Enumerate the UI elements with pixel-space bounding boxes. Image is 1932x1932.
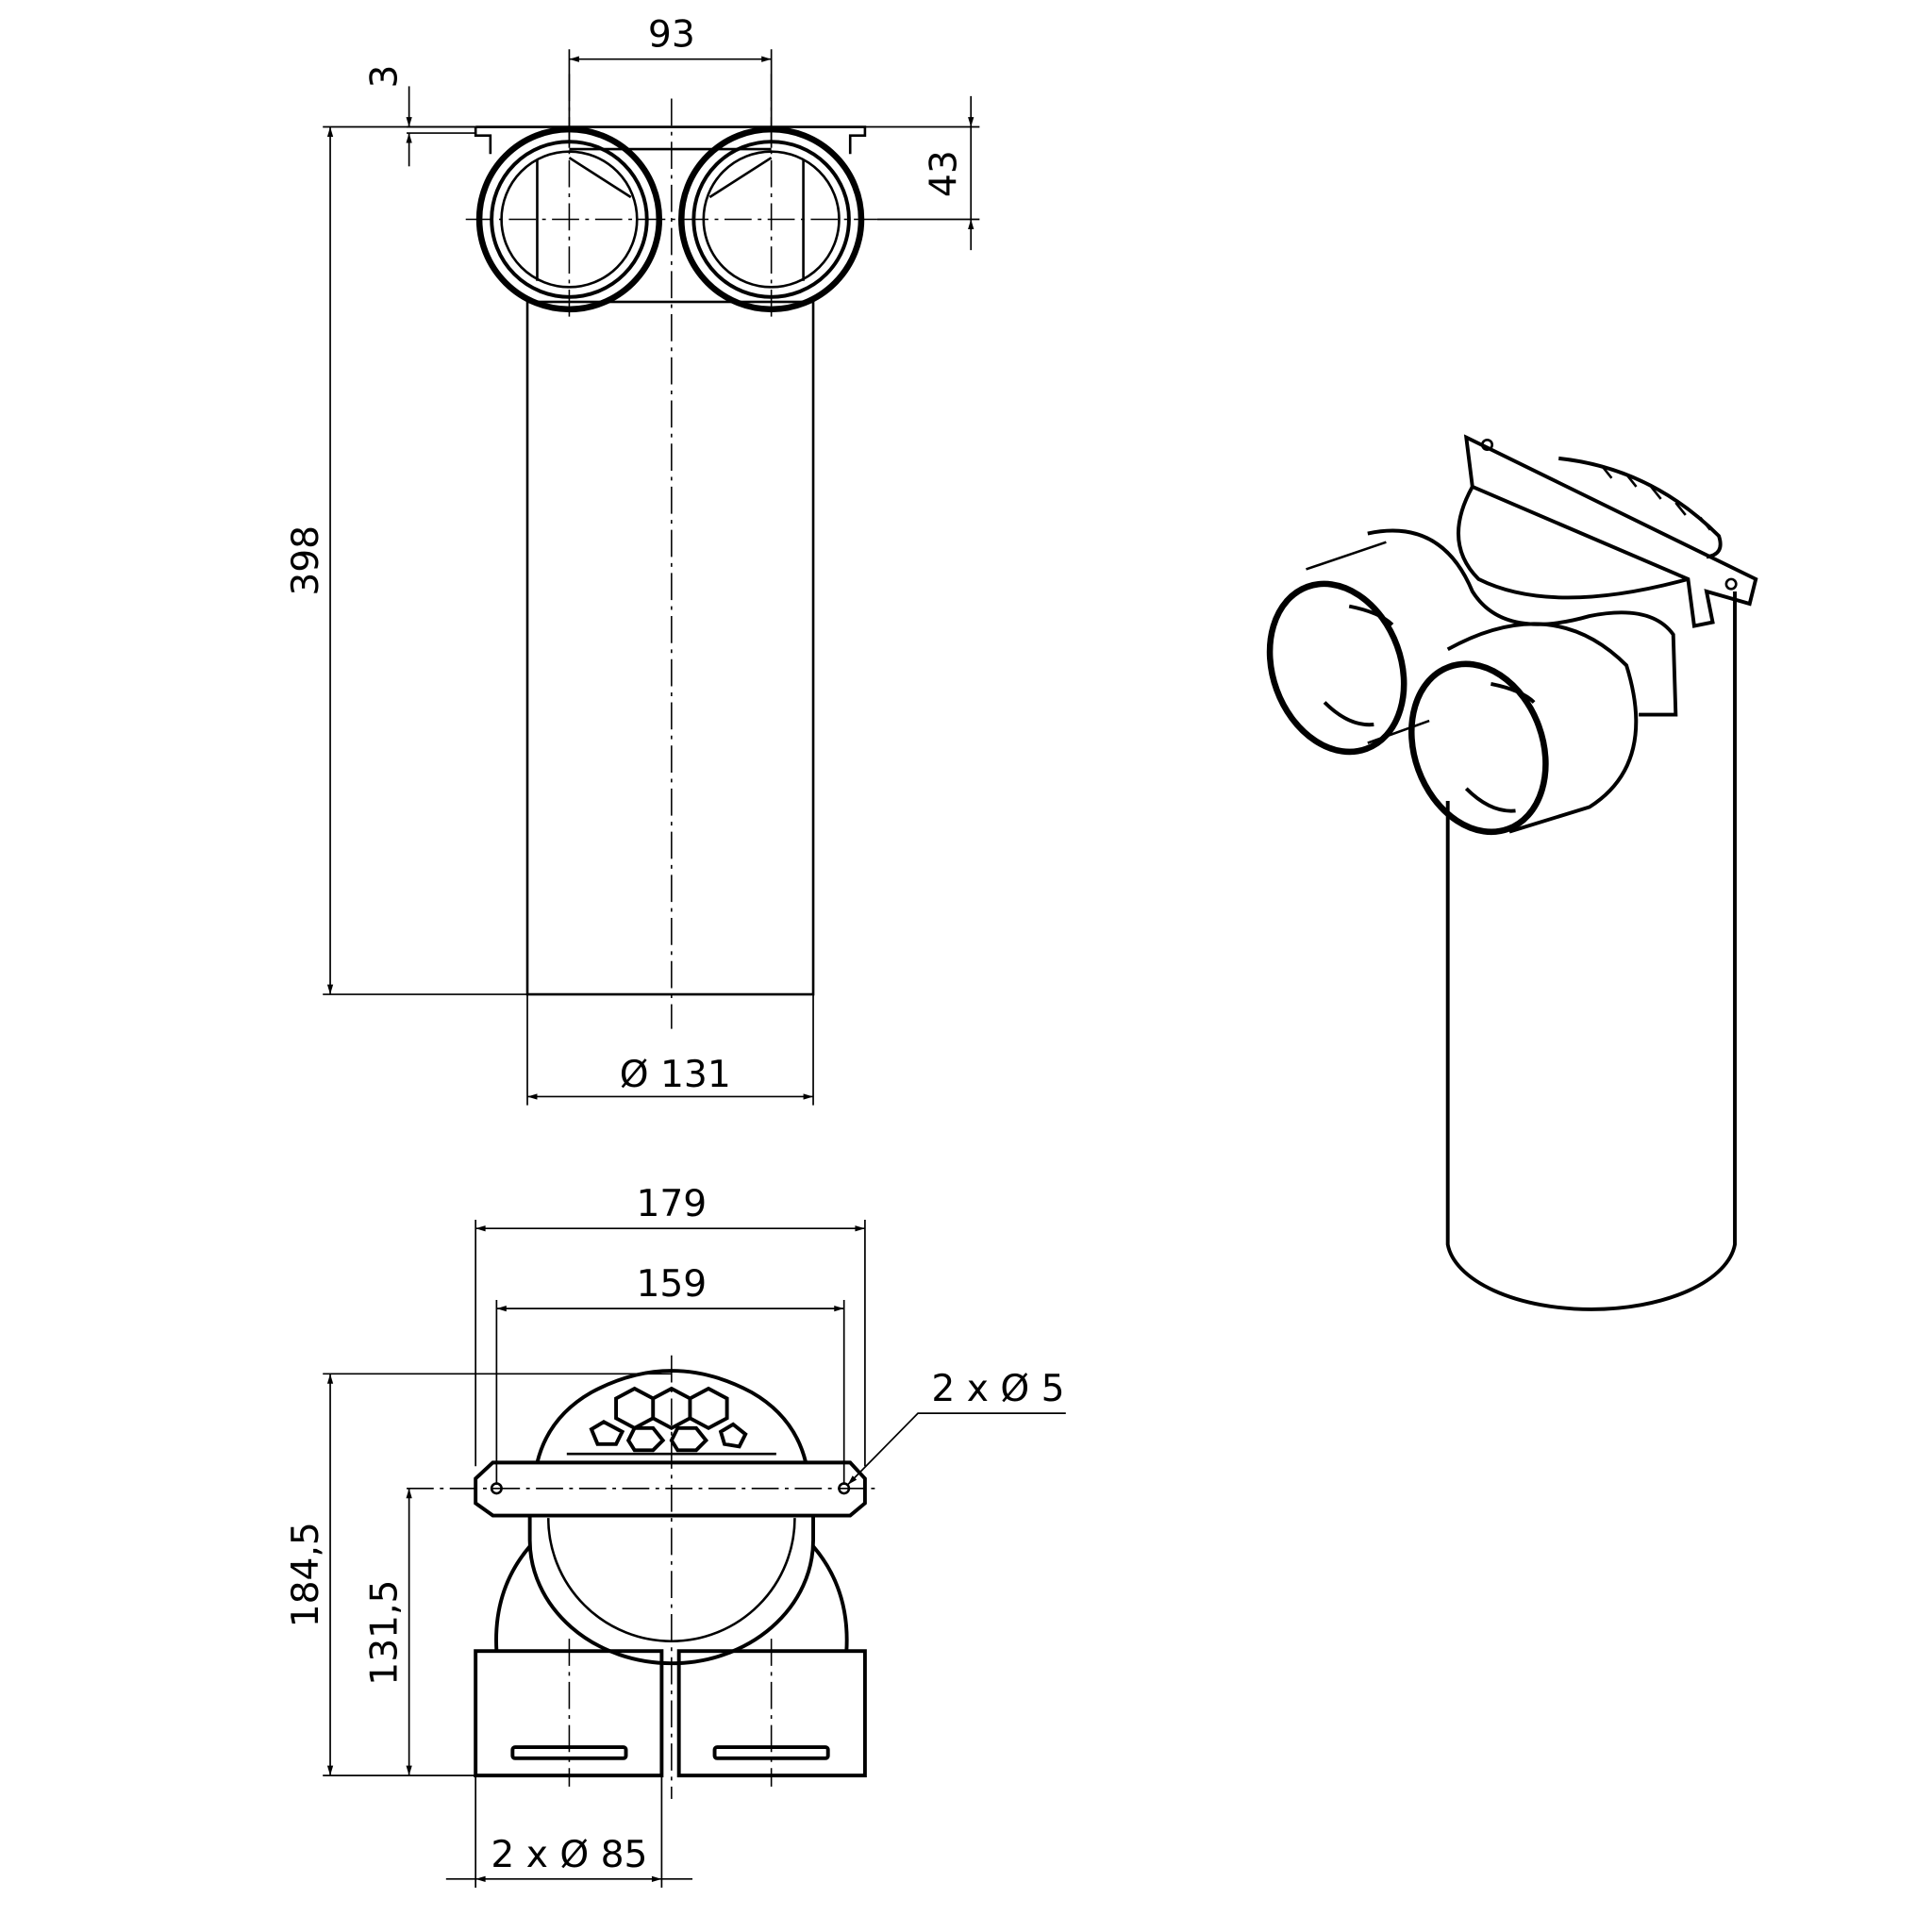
dim-pitch: 93 [648,14,695,57]
isometric-view [1266,434,1758,1311]
top-view: 179 159 184,5 131,5 2 x Ø 5 2 x Ø 85 [285,1183,1066,1888]
front-view: 93 3 43 398 Ø 131 [285,14,980,1106]
iso-dome [1457,485,1689,600]
iso-grille [1558,456,1723,559]
outlet-box-right [676,1649,867,1778]
dim-height-plate: 131,5 [364,1580,407,1686]
iso-outlet-left [1266,541,1430,756]
elbows [494,1544,849,1652]
iso-plate [1463,434,1758,628]
flange [474,125,867,155]
central-body [527,1515,815,1666]
dim-width-holes: 159 [636,1263,707,1306]
dim-length: 398 [285,525,327,596]
mounting-plate [474,1460,867,1518]
grille-dome [535,1369,808,1463]
outlet-box-left [474,1649,664,1778]
dim-width-outer: 179 [636,1183,707,1225]
tube-body [525,300,815,996]
dim-flange: 3 [364,65,407,89]
iso-tube [1445,591,1737,1311]
dim-height-total: 184,5 [285,1522,327,1627]
dim-axis-height: 43 [924,150,966,197]
dim-holes: 2 x Ø 5 [931,1368,1064,1410]
iso-outlet-right [1408,622,1639,836]
dim-outlets: 2 x Ø 85 [491,1834,647,1876]
dim-diameter: Ø 131 [620,1054,731,1096]
iso-body [1367,528,1678,717]
grille-hex-pattern [589,1386,748,1453]
